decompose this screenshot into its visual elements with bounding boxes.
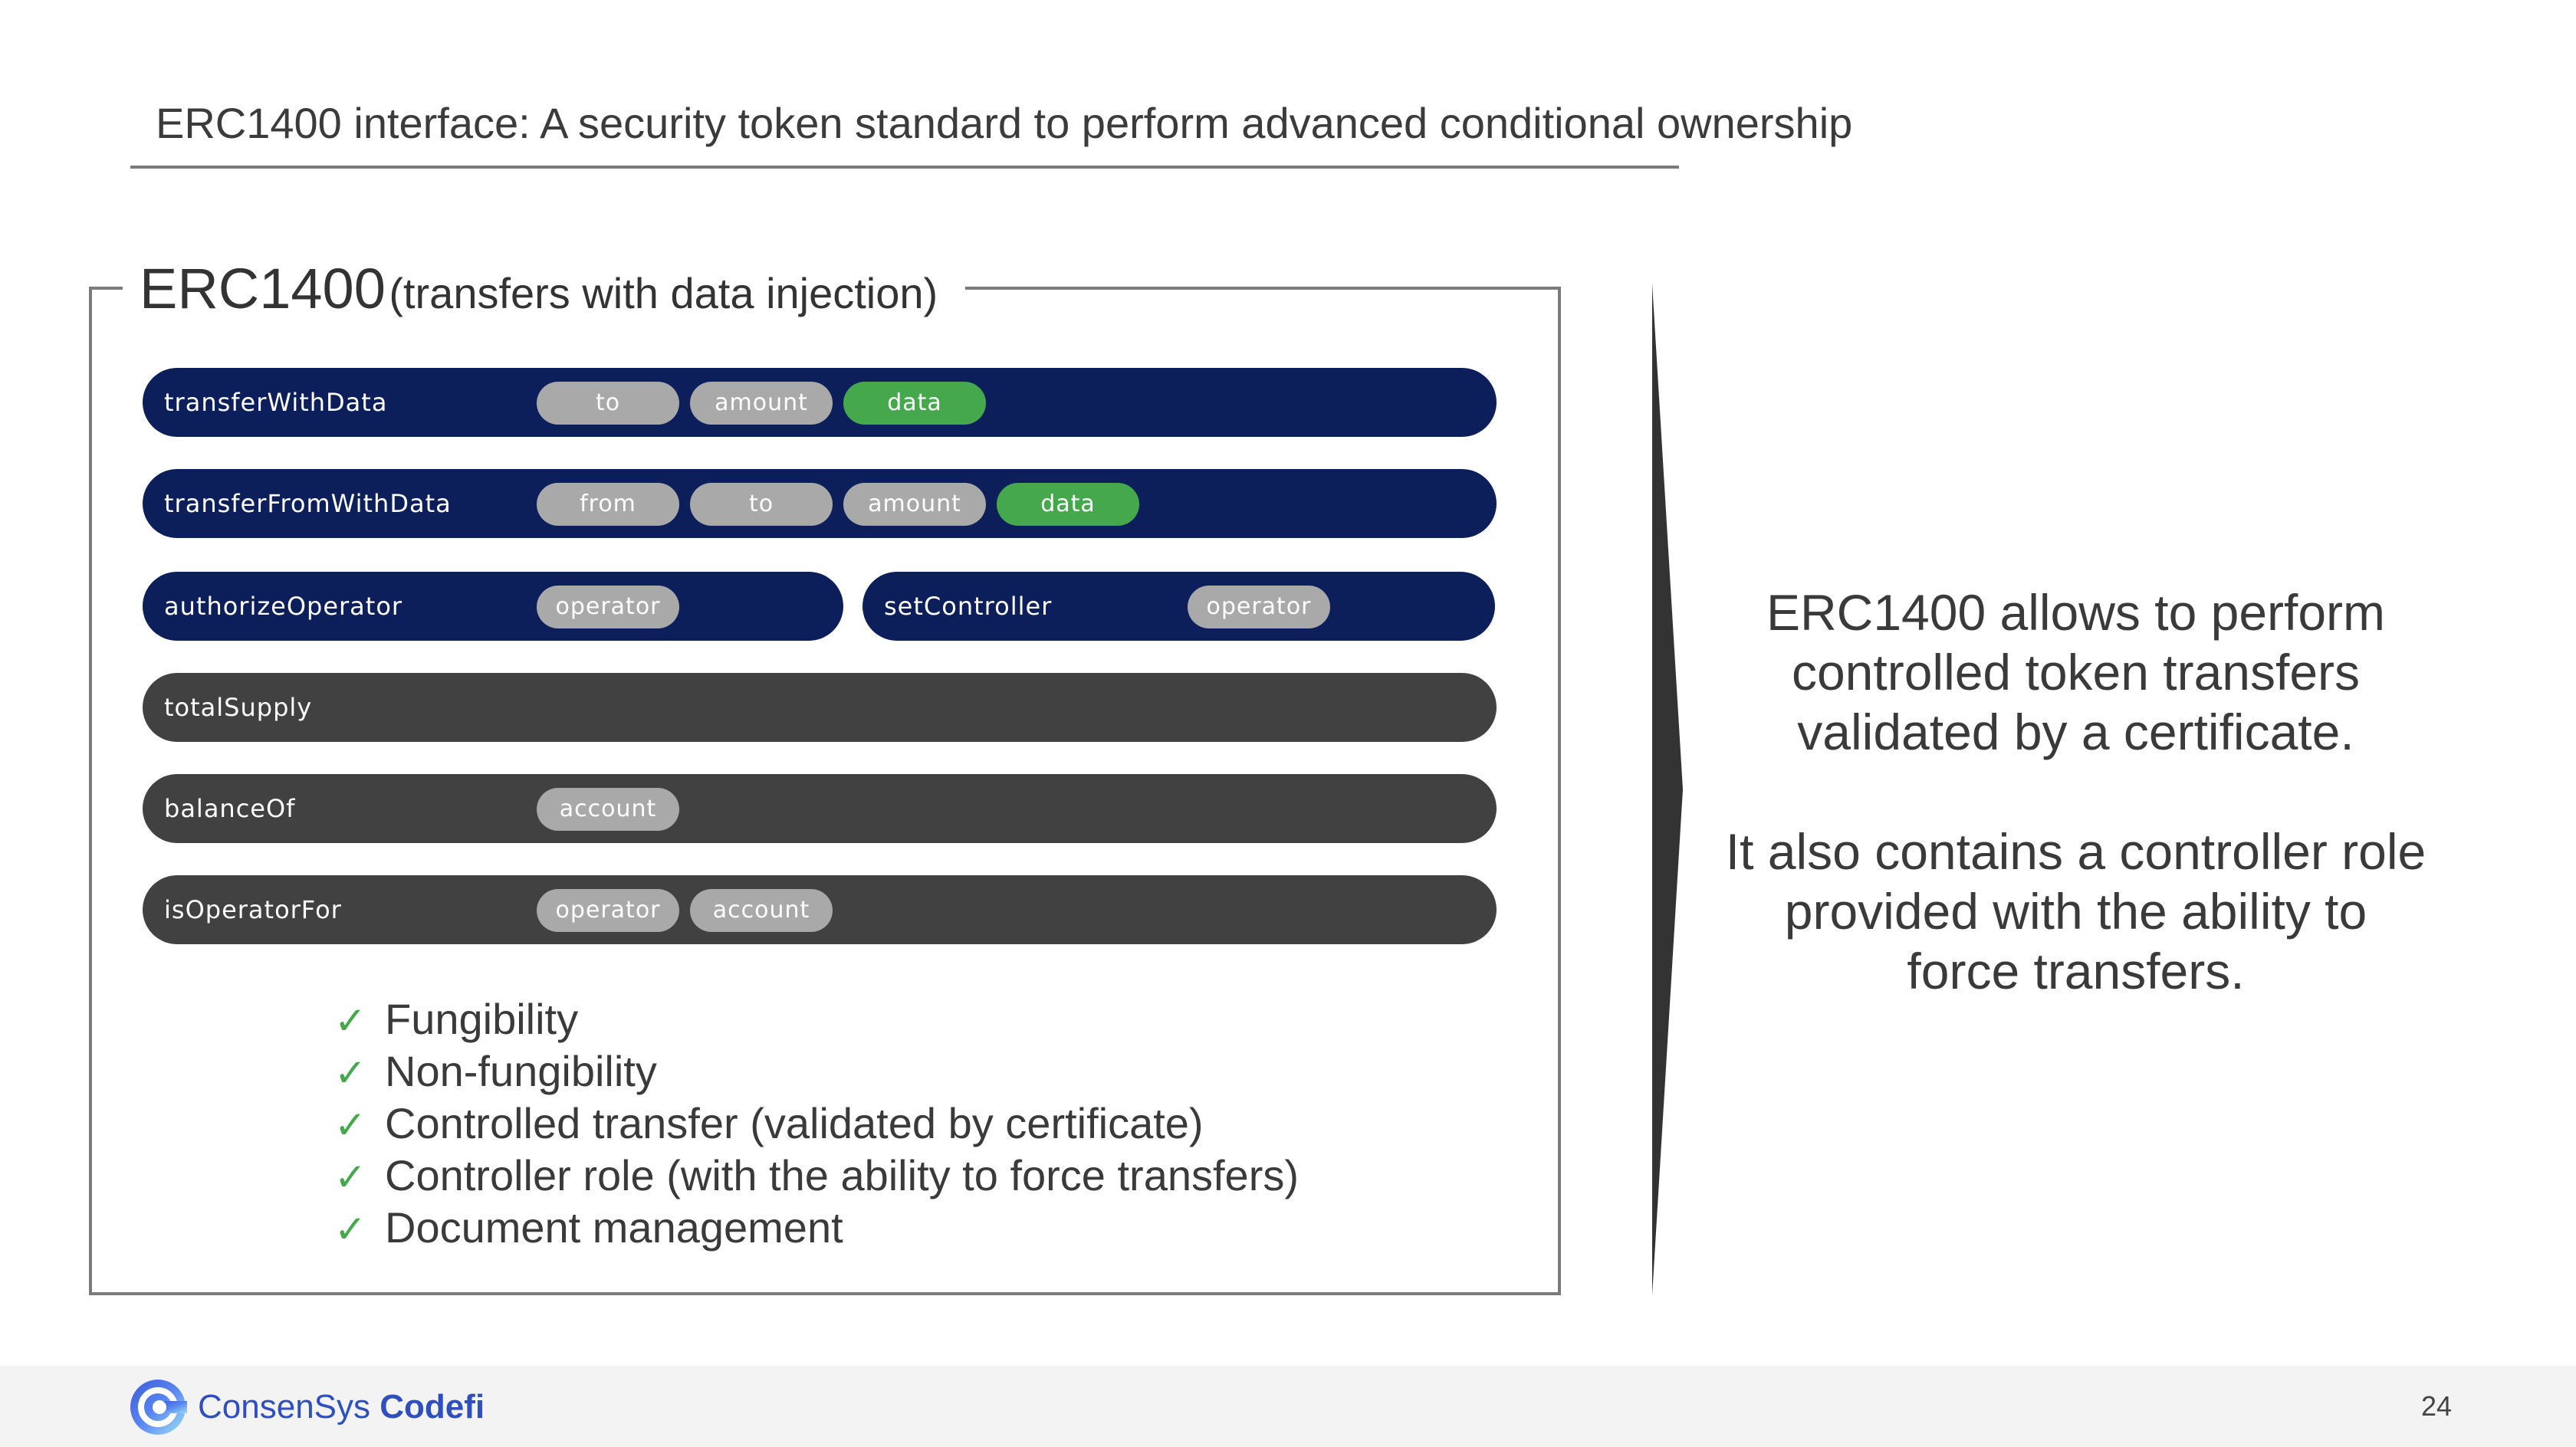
page-number: 24 xyxy=(2420,1390,2452,1422)
brand-name-bold: Codefi xyxy=(380,1388,485,1426)
param-pill: operator xyxy=(537,586,679,628)
checkmark-icon: ✓ xyxy=(334,1051,366,1095)
frame-heading: ERC1400 (transfers with data injection) xyxy=(123,256,966,321)
param-pill: operator xyxy=(537,889,679,932)
function-row-authorizeOperator: authorizeOperator operator xyxy=(143,572,843,641)
feature-label: Fungibility xyxy=(385,995,579,1043)
param-pill: amount xyxy=(843,483,986,526)
title-divider xyxy=(130,166,1679,169)
checkmark-icon: ✓ xyxy=(334,1103,366,1147)
function-name: transferFromWithData xyxy=(164,489,452,518)
function-name: transferWithData xyxy=(164,388,388,417)
brand-name-regular: ConsenSys xyxy=(198,1388,371,1426)
function-name: setController xyxy=(884,592,1053,621)
frame-heading-sub: (transfers with data injection) xyxy=(389,269,938,317)
function-name: isOperatorFor xyxy=(164,895,342,924)
function-row-isOperatorFor: isOperatorFor operator account xyxy=(143,875,1497,944)
param-pill: amount xyxy=(690,382,833,425)
slide-title: ERC1400 interface: A security token stan… xyxy=(156,99,1853,147)
function-row-setController: setController operator xyxy=(863,572,1495,641)
feature-checklist: ✓ Fungibility ✓ Non-fungibility ✓ Controlle… xyxy=(334,993,1299,1254)
checkmark-icon: ✓ xyxy=(334,1155,366,1199)
function-row-transferFromWithData: transferFromWithData from to amount data xyxy=(143,469,1497,538)
summary-paragraph-1: ERC1400 allows to perform controlled tok… xyxy=(1766,584,2386,760)
param-pill: to xyxy=(690,483,833,526)
summary-text: ERC1400 allows to perform controlled tok… xyxy=(1725,582,2426,1001)
param-pill: account xyxy=(690,889,833,932)
feature-label: Controller role (with the ability to for… xyxy=(385,1151,1299,1199)
feature-item: ✓ Fungibility xyxy=(334,993,1299,1045)
brand-name: ConsenSys Codefi xyxy=(198,1387,485,1427)
chevron-arrow-icon xyxy=(1652,284,1683,1295)
feature-item: ✓ Document management xyxy=(334,1202,1299,1254)
feature-item: ✓ Non-fungibility xyxy=(334,1045,1299,1098)
param-pill-data: data xyxy=(843,382,986,425)
feature-label: Document management xyxy=(385,1203,843,1252)
feature-item: ✓ Controlled transfer (validated by certi… xyxy=(334,1098,1299,1150)
function-row-transferWithData: transferWithData to amount data xyxy=(143,368,1497,437)
function-name: totalSupply xyxy=(164,693,313,722)
feature-label: Non-fungibility xyxy=(385,1047,657,1095)
footer-bar: ConsenSys Codefi 24 xyxy=(0,1366,2576,1447)
function-name: balanceOf xyxy=(164,794,296,823)
param-pill: to xyxy=(537,382,679,425)
function-row-balanceOf: balanceOf account xyxy=(143,774,1497,843)
consensys-codefi-logo-icon xyxy=(130,1380,187,1435)
feature-item: ✓ Controller role (with the ability to fo… xyxy=(334,1150,1299,1202)
function-name: authorizeOperator xyxy=(164,592,403,621)
checkmark-icon: ✓ xyxy=(334,999,366,1043)
checkmark-icon: ✓ xyxy=(334,1207,366,1252)
function-row-totalSupply: totalSupply xyxy=(143,673,1497,742)
param-pill: operator xyxy=(1188,586,1330,628)
frame-heading-main: ERC1400 xyxy=(140,257,386,320)
param-pill: from xyxy=(537,483,679,526)
feature-label: Controlled transfer (validated by certif… xyxy=(385,1099,1204,1147)
param-pill: account xyxy=(537,788,679,831)
summary-paragraph-2: It also contains a controller role provi… xyxy=(1725,823,2426,999)
param-pill-data: data xyxy=(997,483,1139,526)
